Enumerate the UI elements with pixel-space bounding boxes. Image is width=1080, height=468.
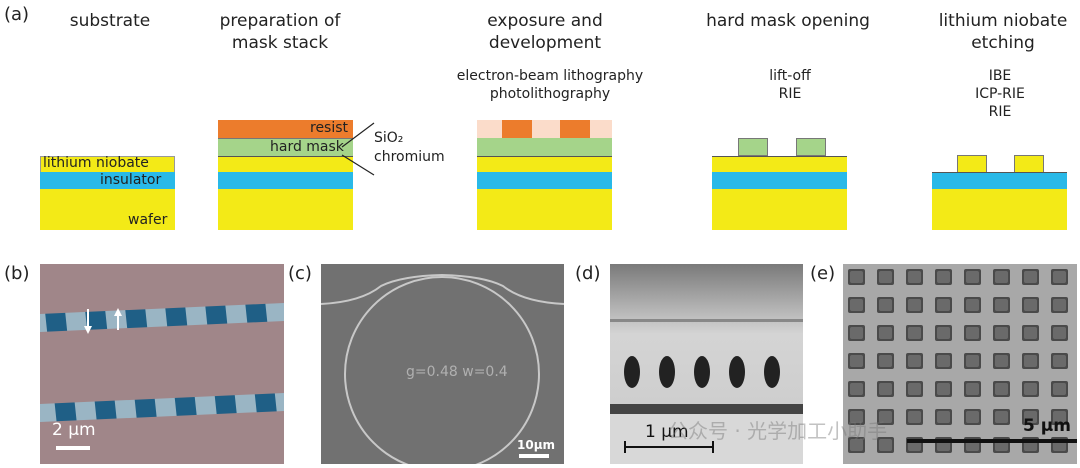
hard-mask-block-1 — [738, 138, 768, 156]
panel-label-d: (d) — [575, 263, 601, 284]
scale-label-b: 2 μm — [52, 420, 96, 440]
etching-methods: IBE ICP-RIE RIE — [955, 67, 1045, 121]
resist-layer — [218, 120, 353, 138]
ring-annotation: g=0.48 w=0.4 — [406, 364, 508, 380]
sem-image-e: 5 μm — [843, 264, 1077, 464]
hard-mask-layer — [477, 138, 612, 156]
wafer-layer — [40, 189, 175, 230]
step-title-etching-line2: etching — [971, 33, 1035, 53]
etching-method-2: ICP-RIE — [975, 86, 1025, 102]
watermark: 公众号 · 光学加工小助手 — [668, 419, 888, 443]
insulator-layer — [40, 172, 175, 189]
panel-label-c: (c) — [288, 263, 312, 284]
step-title-exposure-line2: development — [488, 33, 602, 53]
chromium-label: chromium — [374, 149, 445, 165]
opening-methods: lift-off RIE — [740, 67, 840, 103]
panel-label-e: (e) — [810, 263, 836, 284]
insulator-layer — [477, 172, 612, 189]
hard-mask-layer — [218, 138, 353, 156]
lithium-niobate-layer — [477, 156, 612, 173]
step-title-substrate: substrate — [69, 11, 151, 31]
step-title-mask-stack-line2: mask stack — [231, 33, 329, 53]
step-title-etching-line1: lithium niobate — [938, 11, 1068, 31]
callout-lines — [341, 122, 375, 176]
exposed-resist-layer — [477, 120, 612, 138]
wafer-layer — [477, 189, 612, 230]
pillar-array — [843, 264, 1077, 464]
wafer-layer — [218, 189, 353, 230]
sem-image-b: 2 μm — [40, 264, 284, 464]
opening-method-2: RIE — [778, 86, 802, 102]
resist-block-2 — [560, 120, 590, 138]
opening-method-1: lift-off — [769, 68, 811, 84]
step-title-exposure: exposure and development — [480, 10, 610, 54]
lithium-niobate-layer — [218, 156, 353, 173]
panel-label-b: (b) — [4, 263, 30, 284]
ln-ridge-1 — [957, 155, 987, 173]
step-title-etching: lithium niobate etching — [928, 10, 1078, 54]
exposure-method-1: electron-beam lithography — [456, 68, 644, 84]
sio2-label: SiO₂ — [374, 130, 404, 146]
ring-resonator — [321, 264, 564, 464]
wafer-layer — [932, 189, 1067, 230]
poled-waveguides — [40, 264, 284, 464]
ln-ridge-2 — [1014, 155, 1044, 173]
step-title-mask-stack: preparation of mask stack — [205, 10, 355, 54]
scale-label-d: 1 μm — [645, 422, 689, 442]
sem-image-d: 1 μm — [610, 264, 803, 464]
hard-mask-block-2 — [796, 138, 826, 156]
panel-label-a: (a) — [4, 4, 30, 25]
wafer-label: wafer — [128, 212, 168, 228]
step-title-mask-stack-line1: preparation of — [219, 11, 341, 31]
lithium-niobate-layer — [712, 156, 847, 173]
scale-label-c: 10μm — [517, 438, 556, 452]
resist-block-1 — [502, 120, 532, 138]
resist-label: resist — [310, 120, 349, 136]
photonic-crystal — [610, 264, 803, 464]
hard-mask-label: hard mask — [270, 139, 344, 155]
insulator-layer — [932, 172, 1067, 189]
wafer-layer — [712, 189, 847, 230]
exposure-methods: electron-beam lithography photolithograp… — [450, 67, 650, 103]
insulator-label: insulator — [100, 172, 162, 188]
insulator-layer — [712, 172, 847, 189]
lithium-niobate-label: lithium niobate — [43, 155, 149, 171]
sem-image-c: g=0.48 w=0.4 10μm — [321, 264, 564, 464]
etching-method-1: IBE — [988, 68, 1012, 84]
scale-label-e: 5 μm — [1023, 416, 1071, 436]
step-title-exposure-line1: exposure and — [487, 11, 603, 31]
exposure-method-2: photolithography — [489, 86, 611, 102]
etching-method-3: RIE — [988, 104, 1012, 120]
step-title-opening: hard mask opening — [706, 11, 870, 31]
insulator-layer — [218, 172, 353, 189]
